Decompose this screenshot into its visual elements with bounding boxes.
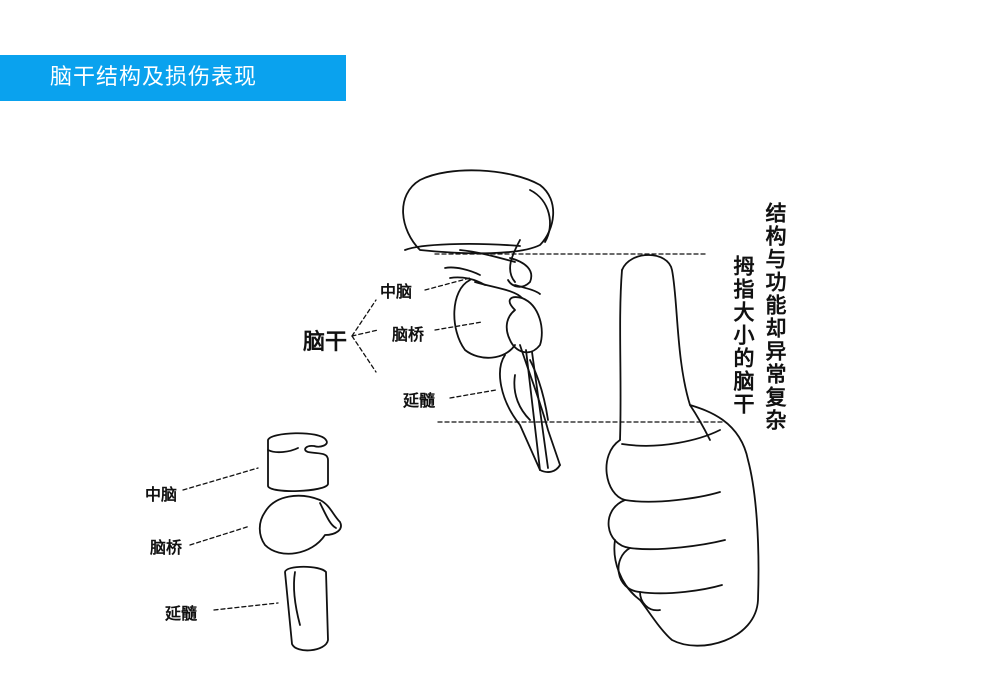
note-thumb-size: 拇指大小的脑干	[731, 255, 755, 416]
label-midbrain-piece: 中脑	[145, 485, 178, 504]
label-midbrain: 中脑	[380, 282, 413, 301]
section-title-banner: 脑干结构及损伤表现	[0, 55, 346, 101]
leader-lines	[182, 253, 726, 611]
label-brainstem: 脑干	[303, 330, 348, 355]
section-title: 脑干结构及损伤表现	[50, 65, 258, 90]
label-pons: 脑桥	[392, 325, 425, 344]
label-medulla-piece: 延髓	[165, 604, 198, 623]
thumbs-up-hand-drawing	[605, 254, 760, 647]
medulla-piece	[284, 565, 329, 652]
brain-drawing	[402, 169, 561, 473]
label-medulla: 延髓	[403, 391, 436, 410]
midbrain-piece	[267, 432, 329, 492]
pons-piece	[258, 494, 342, 555]
label-pons-piece: 脑桥	[150, 538, 183, 557]
note-complex: 结构与功能却异常复杂	[763, 202, 787, 432]
